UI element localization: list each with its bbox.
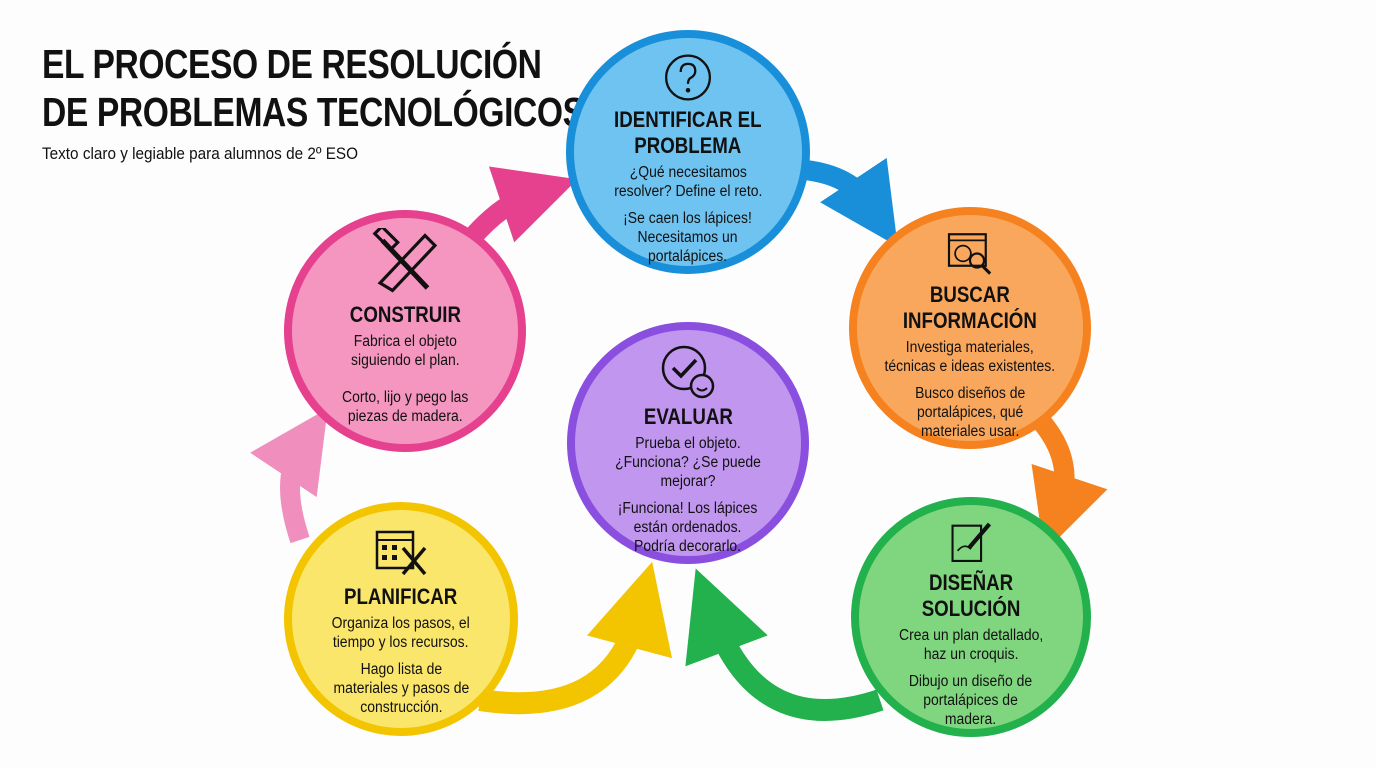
web-search-icon: [947, 233, 992, 275]
step-description: Crea un plan detallado,haz un croquis.: [898, 627, 1044, 663]
arrow-planificar-to-construir: [250, 408, 328, 544]
step-title: CONSTRUIR: [349, 302, 461, 327]
arrow-buscar-to-disenar: [1031, 413, 1108, 553]
question-icon: [665, 54, 711, 101]
title-line-2: DE PROBLEMAS TECNOLÓGICOS: [42, 89, 585, 135]
step-description: Investiga materiales,técnicas e ideas ex…: [884, 339, 1056, 375]
arrow-disenar-to-evaluar: [685, 568, 884, 721]
blueprint-pencil-icon: [951, 522, 992, 563]
check-smile-icon: [661, 345, 715, 399]
title-line-1: EL PROCESO DE RESOLUCIÓN: [42, 41, 542, 87]
hammer-saw-icon: [372, 228, 438, 293]
step-title: PLANIFICAR: [344, 584, 458, 609]
page-subtitle: Texto claro y legiable para alumnos de 2…: [42, 144, 359, 163]
arrow-construir-to-identificar: [462, 166, 578, 247]
calendar-tools-icon: [375, 530, 427, 576]
step-evaluar: EVALUAR Prueba el objeto.¿Funciona? ¿Se …: [567, 322, 809, 564]
step-title: EVALUAR: [643, 404, 733, 429]
arrow-planificar-to-evaluar: [478, 561, 672, 715]
arrow-identificar-to-buscar: [803, 157, 898, 247]
